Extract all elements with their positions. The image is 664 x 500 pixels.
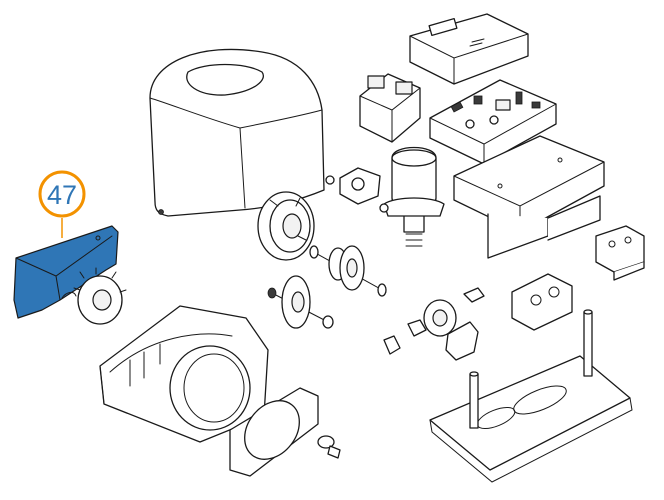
limit-plate [511, 273, 573, 331]
drive-flange [257, 191, 315, 261]
gear-shaft-lower [267, 275, 334, 329]
mounting-bracket [453, 135, 605, 259]
board-cover [409, 13, 529, 85]
motor-flange [325, 167, 389, 213]
circuit-board [429, 79, 557, 165]
gearbox-housing [99, 305, 269, 443]
callout-label: 47 [47, 180, 77, 210]
release-mechanism [383, 287, 485, 361]
motor-cover [149, 48, 325, 217]
callout-47: 47 [38, 170, 86, 238]
key-release [317, 435, 341, 459]
transformer [359, 73, 421, 143]
gear-shaft-upper [309, 245, 387, 297]
side-bracket [595, 225, 645, 281]
pinion-gear [73, 267, 127, 325]
side-cover [229, 387, 319, 477]
electric-motor [383, 146, 445, 247]
foundation-plate [429, 309, 633, 483]
